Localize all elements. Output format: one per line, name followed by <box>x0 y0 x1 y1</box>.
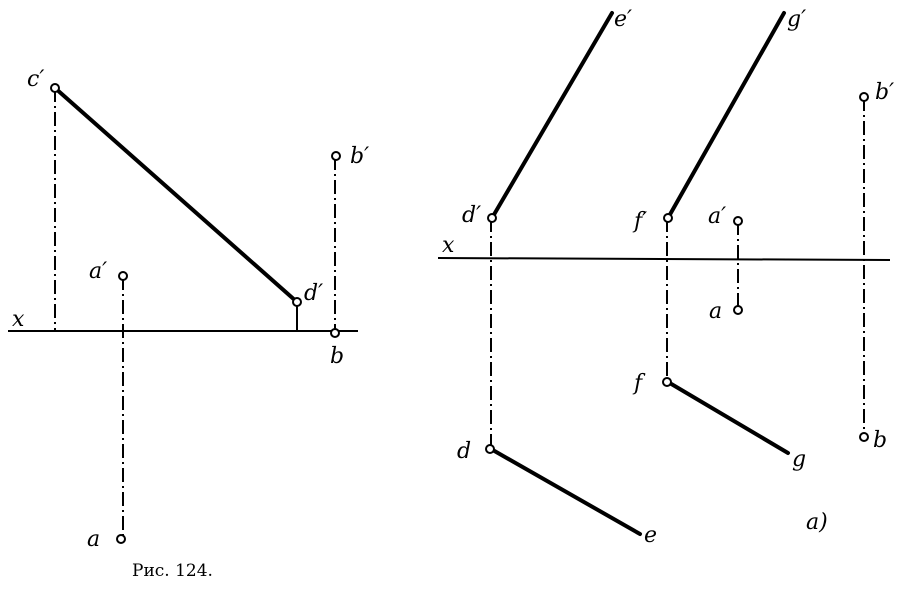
left-axis-label: x <box>12 307 25 332</box>
point-d-prime-right <box>487 213 497 223</box>
figure-caption: Рис. 124. <box>132 561 213 581</box>
segment-f-prime-g-prime <box>666 11 786 220</box>
point-a-right <box>733 305 743 315</box>
segment-c-prime-d-prime <box>53 86 299 304</box>
point-d-prime <box>292 297 302 307</box>
segment-d-e <box>489 447 642 536</box>
segment-d-prime-e-prime <box>490 11 614 220</box>
label-e-prime: e′ <box>614 7 632 32</box>
point-f <box>662 377 672 387</box>
label-a-prime-right: a′ <box>708 204 726 229</box>
point-b <box>330 328 340 338</box>
label-a-right: a <box>709 299 722 324</box>
label-d-prime: d′ <box>304 281 323 306</box>
label-f-prime: f′ <box>632 209 647 234</box>
label-g-prime: g′ <box>787 7 806 32</box>
label-a-prime: a′ <box>89 259 107 284</box>
label-b-right: b <box>873 428 887 453</box>
label-b-prime-right: b′ <box>875 80 894 105</box>
label-b: b <box>330 344 344 369</box>
left-figure: x c′ d′ a′ a b′ b Рис. 124. <box>8 67 369 581</box>
right-figure: x e′ g′ b′ d′ f′ a′ a f g d e b a) <box>437 7 894 548</box>
label-e: e <box>644 523 657 548</box>
point-a-prime <box>118 271 128 281</box>
segment-f-g <box>666 380 790 455</box>
point-f-prime <box>663 213 673 223</box>
subfigure-label: a) <box>806 510 828 535</box>
point-b-right <box>859 432 869 442</box>
right-x-axis <box>437 257 891 261</box>
right-axis-label: x <box>442 233 455 258</box>
label-d-prime-right: d′ <box>462 203 481 228</box>
point-a <box>116 534 126 544</box>
label-c-prime: c′ <box>27 67 44 92</box>
point-b-prime-right <box>859 92 869 102</box>
label-g: g <box>792 447 806 472</box>
label-b-prime: b′ <box>350 144 369 169</box>
point-c-prime <box>50 83 60 93</box>
point-b-prime <box>331 151 341 161</box>
label-d: d <box>457 439 471 464</box>
label-a: a <box>87 527 100 552</box>
label-f: f <box>632 371 646 396</box>
point-a-prime-right <box>733 216 743 226</box>
point-d <box>485 444 495 454</box>
